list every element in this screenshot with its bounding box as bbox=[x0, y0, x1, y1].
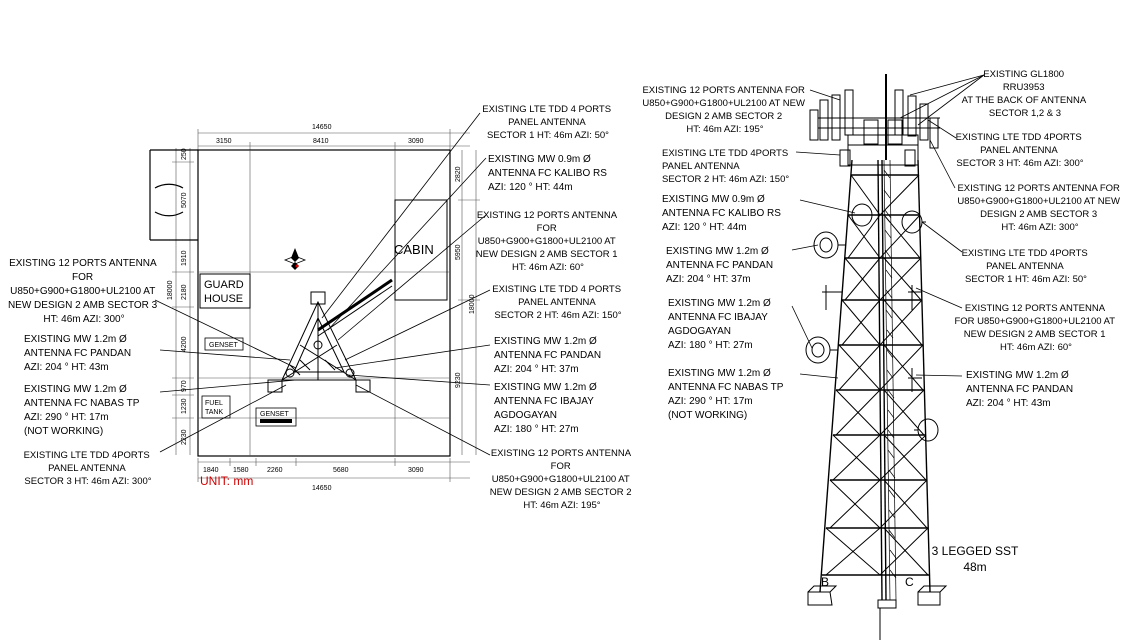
north-arrow-icon bbox=[283, 248, 307, 270]
mw-dish-icon bbox=[805, 203, 939, 442]
tower-type-label-1: 3 LEGGED SST bbox=[932, 544, 1019, 558]
plan-callout-right-1: EXISTING MW 0.9m Ø ANTENNA FC KALIBO RS … bbox=[488, 154, 610, 193]
leaders-right bbox=[321, 112, 491, 456]
guard-house-label-1: GUARD bbox=[204, 279, 244, 291]
dim-bot-1: 1580 bbox=[233, 467, 249, 474]
genset-label-2: GENSET bbox=[260, 411, 290, 418]
site-boundary bbox=[149, 149, 451, 457]
tower-type-label-2: 48m bbox=[963, 560, 986, 574]
elev-callout-left-3: EXISTING MW 1.2m Ø ANTENNA FC PANDAN AZI… bbox=[666, 246, 776, 285]
unit-label: UNIT: mm bbox=[200, 474, 253, 488]
elev-callout-left-4: EXISTING MW 1.2m Ø ANTENNA FC IBAJAY AGD… bbox=[668, 298, 774, 351]
fuel-tank-label-1: FUEL bbox=[205, 400, 223, 407]
elev-leaders-right bbox=[899, 74, 985, 377]
cabin-label: CABIN bbox=[394, 242, 434, 257]
plan-callout-right-6: EXISTING 12 PORTS ANTENNA FOR U850+G900+… bbox=[490, 448, 634, 511]
tower-plan-icon bbox=[267, 278, 393, 393]
leg-c-label: C bbox=[905, 575, 914, 589]
antenna-brackets bbox=[822, 285, 922, 392]
tower-elevation: EXISTING 12 PORTS ANTENNA FOR U850+G900+… bbox=[642, 69, 1122, 640]
genset-bar bbox=[260, 419, 292, 423]
leaders-left bbox=[154, 299, 297, 453]
elev-leaders-left bbox=[791, 89, 856, 379]
dim-left-5: 970 bbox=[181, 380, 188, 392]
dim-left-total: 18000 bbox=[167, 280, 174, 300]
plan-callout-right-3: EXISTING LTE TDD 4 PORTS PANEL ANTENNA S… bbox=[492, 284, 623, 321]
elev-callout-right-0: EXISTING GL1800 RRU3953 AT THE BACK OF A… bbox=[962, 69, 1089, 119]
fuel-tank-box bbox=[201, 395, 231, 419]
elev-callout-left-5: EXISTING MW 1.2m Ø ANTENNA FC NABAS TP A… bbox=[668, 368, 786, 421]
plan-callout-left-2: EXISTING MW 1.2m Ø ANTENNA FC NABAS TP A… bbox=[24, 384, 142, 437]
tower-ladder bbox=[883, 159, 897, 601]
dim-left-3: 2180 bbox=[181, 284, 188, 300]
dim-left-4: 4200 bbox=[181, 336, 188, 352]
elev-callout-right-2: EXISTING 12 PORTS ANTENNA FOR U850+G900+… bbox=[957, 183, 1122, 233]
genset-box-1 bbox=[204, 337, 244, 351]
plan-callout-right-2: EXISTING 12 PORTS ANTENNA FOR U850+G900+… bbox=[476, 210, 620, 273]
dim-top-0: 3150 bbox=[216, 138, 232, 145]
guard-house-label-2: HOUSE bbox=[204, 293, 243, 305]
dimension-texts: 14650 3150 8410 3090 1840 1580 2260 5680… bbox=[167, 124, 476, 492]
elev-callout-left-1: EXISTING LTE TDD 4PORTS PANEL ANTENNA SE… bbox=[662, 148, 791, 185]
site-plan: CABIN GUARD HOUSE GENSET FUEL TANK GENSE… bbox=[8, 104, 634, 511]
elev-callout-left-2: EXISTING MW 0.9m Ø ANTENNA FC KALIBO RS … bbox=[662, 194, 784, 233]
elev-callout-left-0: EXISTING 12 PORTS ANTENNA FOR U850+G900+… bbox=[642, 85, 807, 135]
dim-left-1: 5070 bbox=[181, 192, 188, 208]
elev-callout-right-1: EXISTING LTE TDD 4PORTS PANEL ANTENNA SE… bbox=[956, 132, 1085, 169]
dim-bot-total: 14650 bbox=[312, 485, 332, 492]
plan-callout-right-4: EXISTING MW 1.2m Ø ANTENNA FC PANDAN AZI… bbox=[494, 336, 604, 375]
plan-callout-left-0: EXISTING 12 PORTS ANTENNA FOR U850+G900+… bbox=[8, 258, 160, 325]
plan-callout-left-3: EXISTING LTE TDD 4PORTS PANEL ANTENNA SE… bbox=[24, 450, 153, 487]
elev-callout-right-4: EXISTING 12 PORTS ANTENNA FOR U850+G900+… bbox=[954, 303, 1117, 353]
fuel-tank-label-2: TANK bbox=[205, 409, 223, 416]
dim-right-0: 2820 bbox=[455, 166, 462, 182]
plan-callout-right-0: EXISTING LTE TDD 4 PORTS PANEL ANTENNA S… bbox=[482, 104, 613, 141]
elev-callout-right-5: EXISTING MW 1.2m Ø ANTENNA FC PANDAN AZI… bbox=[966, 370, 1076, 409]
guard-house-box bbox=[199, 273, 251, 309]
plan-callout-right-5: EXISTING MW 1.2m Ø ANTENNA FC IBAJAY AGD… bbox=[494, 382, 600, 435]
genset-label-1: GENSET bbox=[209, 342, 239, 349]
dim-left-0: 250 bbox=[181, 148, 188, 160]
dim-bot-0: 1840 bbox=[203, 467, 219, 474]
dim-top-2: 3090 bbox=[408, 138, 424, 145]
dim-left-6: 1230 bbox=[181, 398, 188, 414]
plan-callout-left-1: EXISTING MW 1.2m Ø ANTENNA FC PANDAN AZI… bbox=[24, 334, 134, 373]
tower-top-antennas bbox=[809, 74, 940, 167]
dim-right-3: 9230 bbox=[455, 372, 462, 388]
dim-bot-4: 3090 bbox=[408, 467, 424, 474]
dim-top-total: 14650 bbox=[312, 124, 332, 131]
tower-footings bbox=[807, 585, 948, 640]
tower-structure bbox=[819, 159, 931, 601]
genset-box-2 bbox=[255, 407, 297, 427]
dim-bot-2: 2260 bbox=[267, 467, 283, 474]
dim-left-7: 2230 bbox=[181, 429, 188, 445]
dim-bot-3: 5680 bbox=[333, 467, 349, 474]
dim-top-1: 8410 bbox=[313, 138, 329, 145]
dim-left-2: 1910 bbox=[181, 250, 188, 266]
cabin-box bbox=[394, 199, 448, 301]
dim-right-1: 5950 bbox=[455, 244, 462, 260]
leg-b-label: B bbox=[821, 575, 829, 589]
elev-callout-right-3: EXISTING LTE TDD 4PORTS PANEL ANTENNA SE… bbox=[962, 248, 1091, 285]
dimension-lines bbox=[172, 129, 480, 482]
dim-right-2: 18000 bbox=[469, 294, 476, 314]
tower-bracing bbox=[825, 174, 929, 576]
